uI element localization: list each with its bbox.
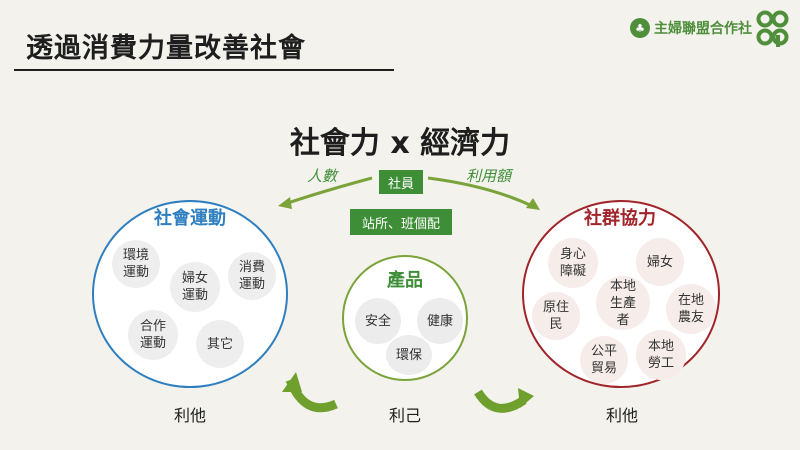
logo-text: 主婦聯盟合作社 bbox=[654, 21, 752, 37]
bottom-label-left: 利他 bbox=[173, 406, 206, 425]
bubble-other: 其它 bbox=[196, 320, 244, 368]
member-box: 社員 bbox=[379, 170, 423, 194]
bubble-eco: 環保 bbox=[386, 335, 432, 375]
title-underline bbox=[14, 69, 394, 71]
bubble-consumer-movement: 消費 運動 bbox=[228, 252, 276, 300]
diagram-headline: 社會力 x 經濟力 bbox=[289, 126, 511, 161]
station-box: 站所、班個配 bbox=[350, 209, 452, 235]
bubble-local-producers: 本地 生產 者 bbox=[596, 276, 650, 330]
bubble-fair-trade: 公平 貿易 bbox=[580, 336, 628, 384]
bubble-safety: 安全 bbox=[355, 298, 401, 344]
left-arrow-label: 人數 bbox=[307, 167, 338, 185]
bubble-women-movement: 婦女 運動 bbox=[170, 262, 220, 312]
tree-icon: ♣ bbox=[630, 18, 650, 38]
bubble-indigenous: 原住 民 bbox=[532, 292, 580, 340]
right-curve-arrow bbox=[474, 389, 527, 413]
bottom-label-right: 利他 bbox=[605, 406, 638, 425]
right-arrow bbox=[427, 176, 533, 208]
right-arrowhead bbox=[526, 198, 540, 210]
left-arrowhead bbox=[278, 197, 292, 209]
coop-mark-icon bbox=[756, 10, 789, 47]
bubble-health: 健康 bbox=[417, 298, 463, 344]
bubble-coop-movement: 合作 運動 bbox=[128, 310, 178, 360]
bubble-disabled: 身心 障礙 bbox=[548, 238, 598, 288]
bottom-label-center: 利己 bbox=[388, 406, 421, 425]
right-arrow-label: 利用額 bbox=[466, 167, 512, 185]
bubble-local-farmers: 在地 農友 bbox=[666, 284, 716, 334]
logo: ♣ 主婦聯盟合作社 bbox=[630, 8, 790, 48]
products-title: 產品 bbox=[387, 270, 423, 291]
bubble-women: 婦女 bbox=[636, 238, 684, 286]
bubble-local-labor: 本地 勞工 bbox=[636, 330, 686, 380]
slide-title: 透過消費力量改善社會 bbox=[26, 33, 306, 64]
social-movement-title: 社會運動 bbox=[154, 208, 226, 229]
left-arrow bbox=[284, 176, 373, 206]
bubble-env-movement: 環境 運動 bbox=[112, 240, 160, 288]
community-title: 社群協力 bbox=[584, 208, 656, 229]
